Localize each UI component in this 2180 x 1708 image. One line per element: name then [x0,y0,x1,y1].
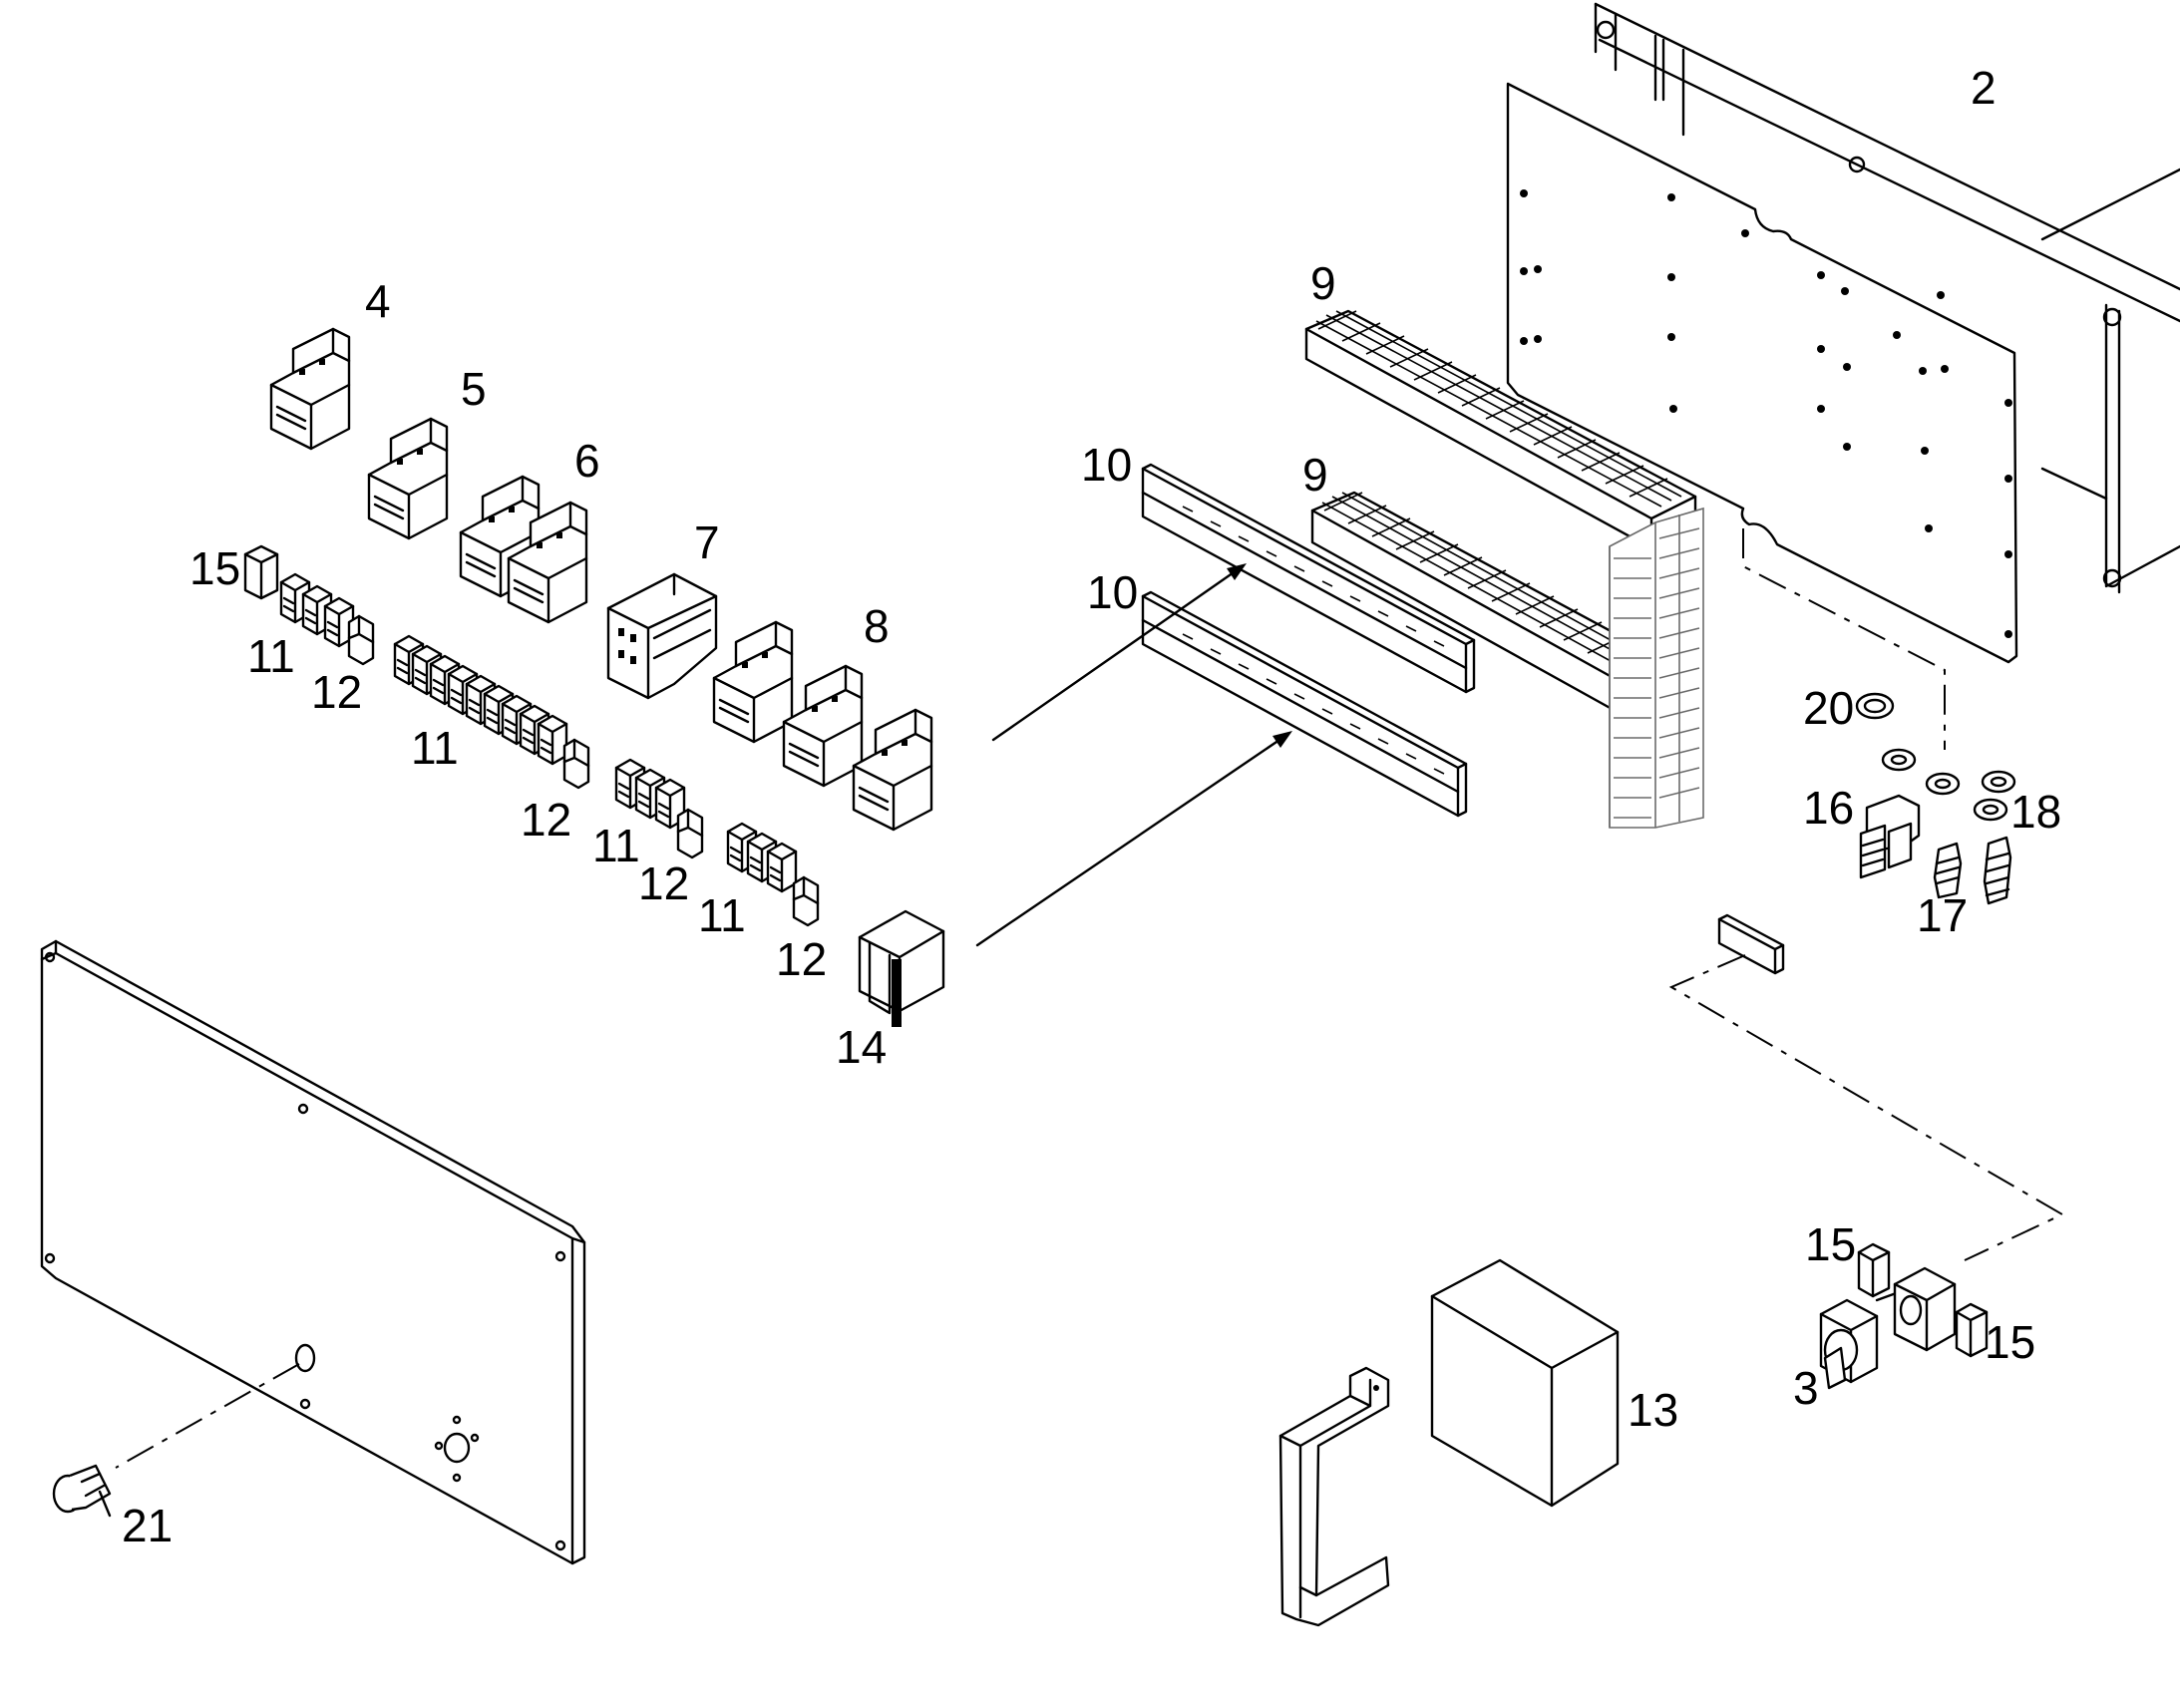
label-part-17: 17 [1917,889,1968,941]
mounting-plate [1506,82,2018,664]
enclosure-body [1594,2,2180,594]
label-part-10-upper: 10 [1081,439,1132,491]
label-part-9-lower: 9 [1302,449,1328,501]
circuit-breaker-6 [459,475,588,624]
terminal-block-11-d [726,822,798,893]
label-part-11-c: 11 [592,820,640,871]
label-part-14: 14 [836,1021,887,1073]
contactor-7 [606,572,718,700]
label-part-3: 3 [1793,1362,1819,1414]
cable-gland-16 [1859,794,1921,879]
locknuts-18 [1881,748,2016,822]
label-part-20: 20 [1803,682,1854,734]
end-stop-15-switch-b [1955,1302,1989,1358]
label-part-11-a: 11 [247,630,295,682]
label-part-12-b: 12 [521,794,571,846]
dash-panel-to-button [115,1363,300,1469]
label-part-21: 21 [122,1500,173,1551]
label-part-2: 2 [1971,62,1997,114]
end-plate-12-a [347,614,375,666]
label-part-6: 6 [574,435,600,487]
label-part-7: 7 [694,516,720,568]
circuit-breaker-5 [367,417,449,540]
circuit-breaker-8 [712,620,933,832]
label-part-8: 8 [864,600,890,652]
end-plate-12-b [562,738,590,790]
end-plate-12-c [676,808,704,859]
mount-arrow-upper [991,563,1247,742]
part-labels: 2 3 4 5 6 7 8 9 9 10 10 11 11 11 11 12 1… [122,62,2061,1551]
dash-plate-to-glands [1742,528,1946,750]
locknut-20 [1855,692,1895,720]
label-part-16: 16 [1803,782,1854,834]
din-rail-lower [1141,590,1468,818]
push-button-21 [52,1464,112,1518]
label-part-4: 4 [365,275,391,327]
label-part-12-d: 12 [776,933,827,985]
label-part-10-lower: 10 [1087,566,1138,618]
din-rail-upper [1141,463,1476,694]
label-part-15-switch-a: 15 [1805,1218,1856,1270]
cable-duct-vertical [1609,507,1704,829]
front-cover-panel [40,939,586,1565]
end-stop-15-switch-a [1857,1242,1891,1298]
label-part-15-switch-b: 15 [1985,1316,2035,1368]
terminal-block-11-c [614,758,686,830]
label-part-12-a: 12 [311,666,362,718]
end-plate-12-d [792,875,820,927]
label-part-9-upper: 9 [1310,257,1336,309]
label-part-11-b: 11 [411,722,459,774]
transformer-14 [858,909,945,1027]
label-part-13: 13 [1628,1384,1678,1436]
label-part-12-c: 12 [638,857,689,909]
din-rail-small [1717,913,1785,975]
label-part-11-d: 11 [698,889,746,941]
label-part-18: 18 [2010,786,2061,838]
cable-glands-17 [1933,836,2012,905]
enclosure-roof-13 [1430,1258,1620,1508]
label-part-5: 5 [461,363,487,415]
main-switch-3 [1819,1266,1957,1390]
end-stop-15-left [243,544,279,600]
dash-rail-to-switch [1668,954,2065,1261]
circuit-breaker-4 [269,327,351,451]
mount-arrow-lower [975,731,1292,947]
mounting-bracket [1278,1366,1390,1627]
label-part-15-left: 15 [189,542,240,594]
